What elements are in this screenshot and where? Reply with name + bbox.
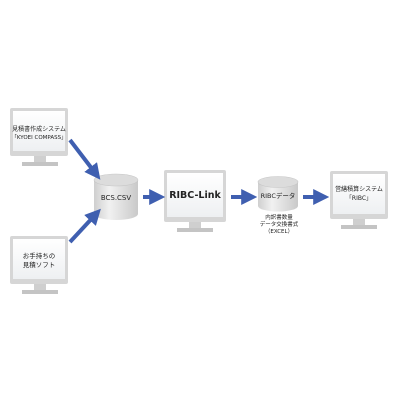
- ribc-data-label: RIBCデータ: [261, 191, 296, 200]
- ribc-data-caption-line1: 内訳書数量: [265, 213, 293, 221]
- monitor-own-software: お手持ちの 見積ソフト: [10, 236, 68, 294]
- cylinder-bcs-csv: BCS.CSV: [93, 173, 139, 220]
- ribc-system-label-line1: 営繕積算システム: [335, 185, 383, 193]
- ribc-system-label-line2: 「RIBC」: [346, 195, 372, 202]
- own-soft-label-line2: 見積ソフト: [23, 260, 56, 269]
- kyoei-label-line1: 見積書作成システム: [12, 125, 66, 133]
- arrow-own-soft-to-bcs: [68, 208, 101, 244]
- ribc-data-caption: 内訳書数量 データ交換書式 （EXCEL）: [260, 213, 299, 235]
- cylinder-ribc-data: RIBCデータ: [257, 176, 299, 212]
- monitor-kyoei-compass: 見積書作成システム 「KYOEI COMPASS」: [10, 108, 68, 166]
- ribc-data-caption-line2: データ交換書式: [260, 220, 299, 228]
- kyoei-label-line2: 「KYOEI COMPASS」: [11, 134, 66, 141]
- own-soft-label-line1: お手持ちの: [23, 251, 56, 260]
- monitor-ribc-link: RIBC-Link: [164, 170, 226, 232]
- ribc-link-label: RIBC-Link: [169, 190, 221, 201]
- monitor-ribc-system: 営繕積算システム 「RIBC」: [330, 171, 388, 229]
- ribc-data-caption-line3: （EXCEL）: [265, 228, 293, 235]
- bcs-csv-label: BCS.CSV: [101, 194, 132, 202]
- arrow-kyoei-to-bcs: [68, 138, 101, 180]
